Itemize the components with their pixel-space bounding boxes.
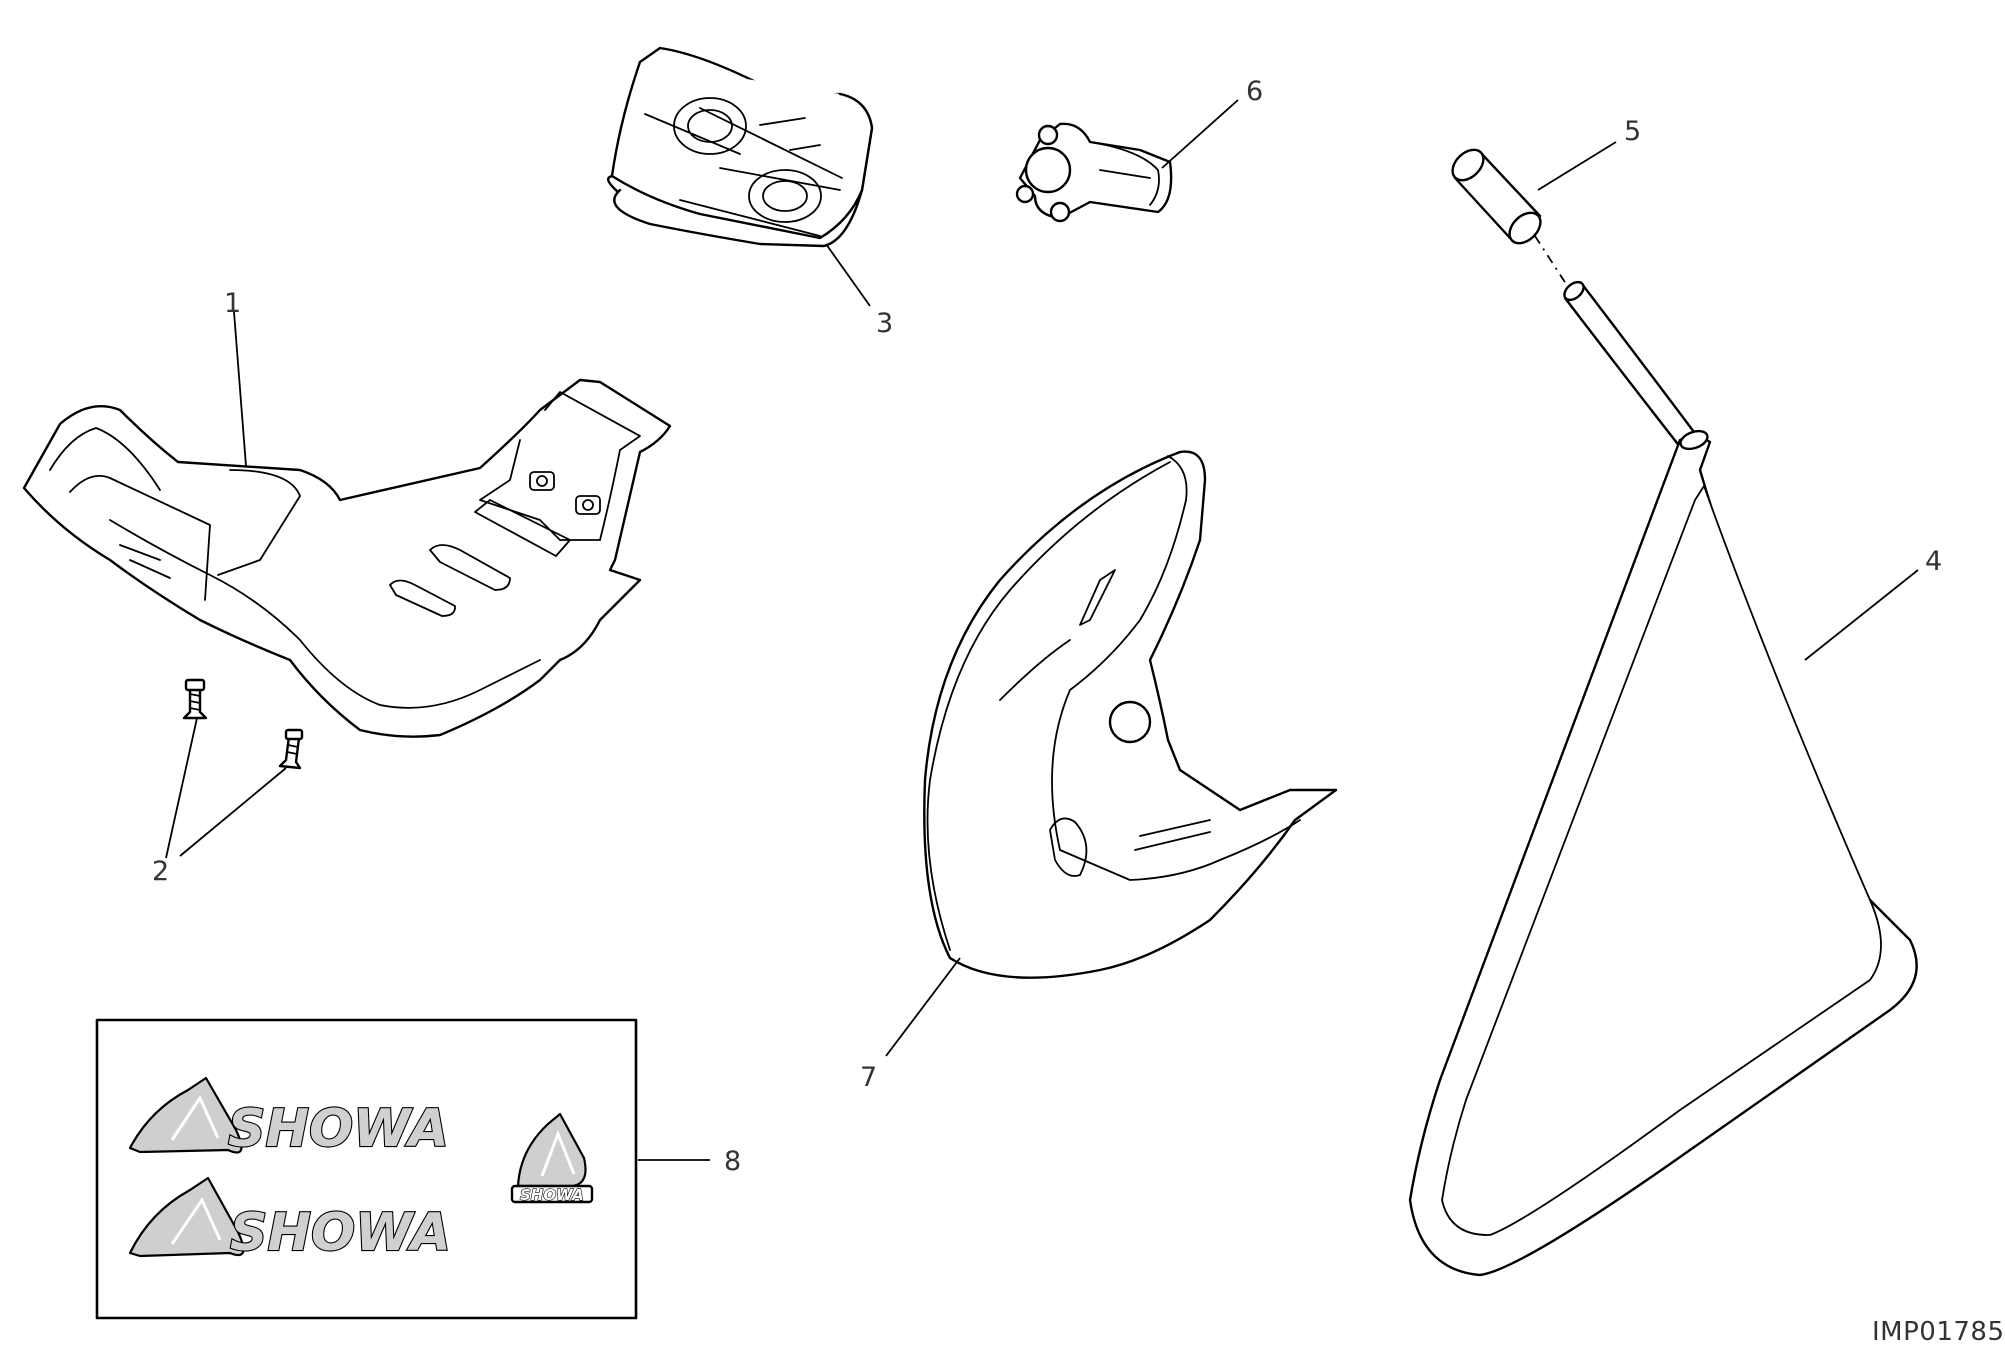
showa-decal-upper: SHOWA: [128, 1076, 450, 1160]
leader-2b: [179, 767, 287, 857]
diagram-reference-code: IMP01785: [1872, 1317, 2005, 1347]
leader-4: [1804, 569, 1919, 661]
disc-guard-part-7[interactable]: [923, 450, 1338, 979]
stand-part-4[interactable]: [1408, 279, 1918, 1277]
sleeve-part-5[interactable]: [1447, 144, 1571, 291]
leader-2a: [165, 717, 198, 859]
screw-upper: [182, 678, 208, 720]
showa-badge-small: SHOWA: [510, 1112, 594, 1205]
callout-6: 6: [1246, 76, 1263, 107]
showa-text-upper: SHOWA: [228, 1099, 449, 1159]
showa-decal-lower: SHOWA: [128, 1176, 452, 1264]
callout-7: 7: [860, 1062, 877, 1093]
leader-3: [825, 243, 871, 307]
leader-7: [885, 957, 961, 1057]
decal-sheet-part-8[interactable]: SHOWA SHOWA SHOWA: [95, 1018, 638, 1320]
leader-6: [1161, 99, 1239, 169]
callout-8: 8: [724, 1146, 741, 1177]
leader-1: [233, 311, 247, 467]
callout-3: 3: [876, 308, 893, 339]
leader-5: [1537, 141, 1617, 191]
callout-labels: 1 2 3 4 5 6 7 8: [152, 76, 1942, 1177]
callout-4: 4: [1925, 546, 1942, 577]
callout-1: 1: [224, 288, 241, 319]
leader-lines: [165, 99, 1919, 1161]
showa-text-lower: SHOWA: [230, 1203, 451, 1263]
skid-plate-part-1[interactable]: [22, 378, 672, 738]
screw-lower: [278, 728, 304, 770]
callout-2: 2: [152, 856, 169, 887]
screws-part-2[interactable]: [182, 678, 304, 770]
showa-text-small: SHOWA: [520, 1186, 584, 1204]
clamp-part-6[interactable]: [1015, 122, 1173, 223]
callout-5: 5: [1624, 116, 1641, 147]
protective-plate-part-3[interactable]: [607, 46, 874, 248]
